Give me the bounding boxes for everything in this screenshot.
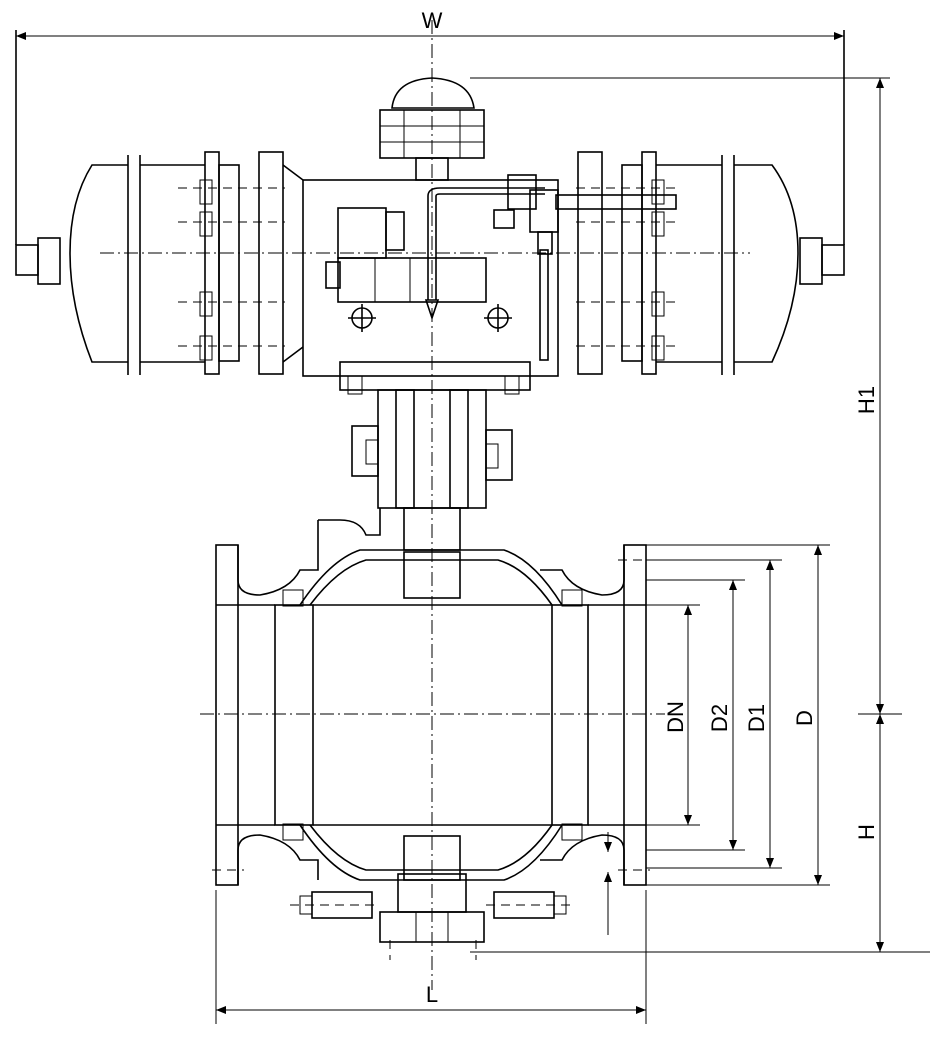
dimension-lines [16,32,902,1024]
label-L: L [426,982,438,1007]
label-D: D [792,710,817,726]
label-W: W [422,8,443,33]
dimension-labels: W L H1 H DN D2 D1 D [422,8,879,1007]
label-H1: H1 [854,386,879,414]
label-DN: DN [663,701,688,733]
label-D2: D2 [707,704,732,732]
bracket-and-stem [318,389,513,551]
valve-body [212,520,930,960]
label-H: H [854,824,879,840]
pneumatic-actuator [15,30,890,395]
label-D1: D1 [744,704,769,732]
